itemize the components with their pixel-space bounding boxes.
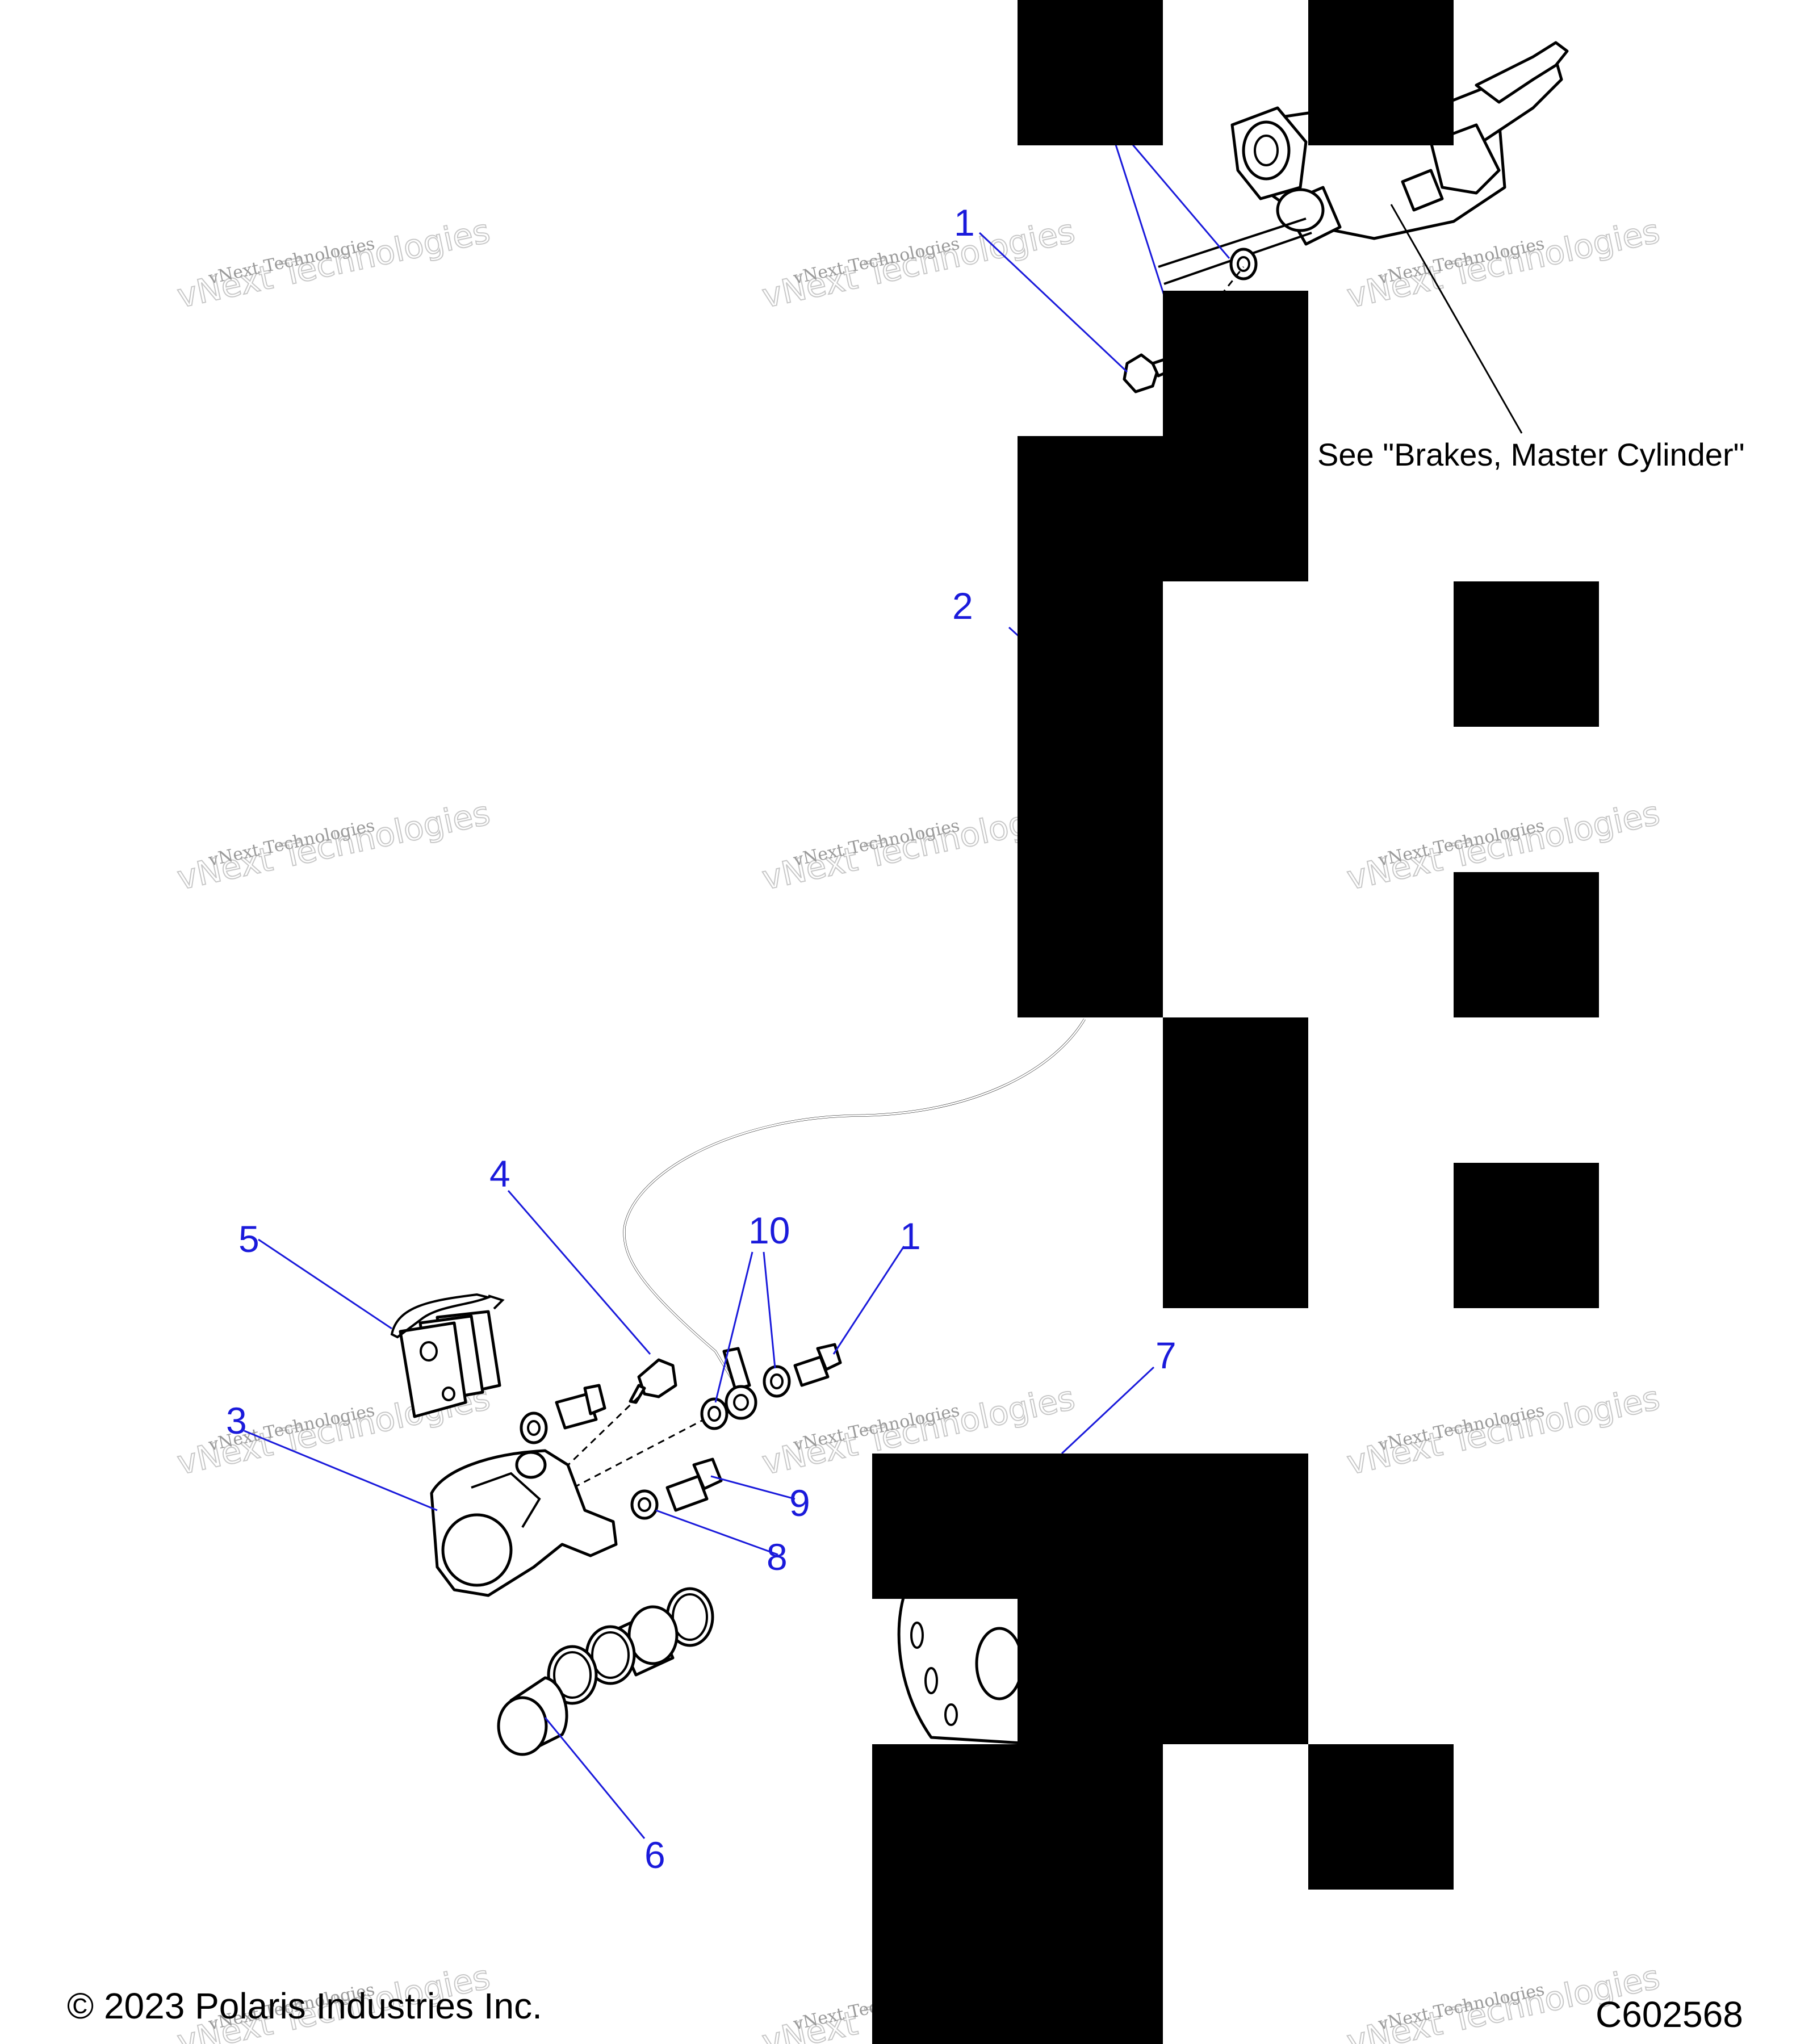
callout-7: 7 (1155, 1334, 1177, 1376)
redaction-block (1018, 436, 1163, 1017)
redaction-block (1308, 1744, 1454, 1890)
caliper-body (430, 1449, 618, 1597)
watermark: vNext Technologies vNext Technologies (173, 793, 493, 898)
redaction-block (1163, 1017, 1308, 1308)
callout-6: 6 (644, 1834, 665, 1876)
brake-disc (897, 1582, 1024, 1745)
watermark-large: vNext Technologies (174, 793, 493, 897)
callout-labels: 1 2 4 5 10 1 3 7 9 8 6 (226, 202, 1177, 1876)
redaction-block (1018, 0, 1163, 145)
watermark-large: vNext Technologies (759, 211, 1078, 315)
watermark: vNext Technologies vNext Technologies (758, 211, 1078, 316)
callout-2: 2 (952, 585, 973, 627)
redaction-block (1308, 0, 1454, 145)
callout-10: 10 (748, 1209, 790, 1251)
banjo-bolt-lower (555, 1343, 842, 1489)
slide-pin-upper (520, 1384, 606, 1444)
callout-9: 9 (789, 1482, 810, 1524)
piston-seals (497, 1587, 714, 1756)
watermark-large: vNext Technologies (1343, 1378, 1663, 1482)
callout-3: 3 (226, 1400, 247, 1442)
redaction-blocks (872, 0, 1599, 2044)
callout-1-lower: 1 (900, 1215, 921, 1257)
copyright-text: © 2023 Polaris Industries Inc. (67, 1986, 542, 2026)
bolt-top (1123, 353, 1160, 393)
redaction-block (1018, 1599, 1308, 1744)
callout-4: 4 (489, 1153, 510, 1195)
redaction-block (1454, 1163, 1599, 1308)
redaction-block (1454, 581, 1599, 727)
redaction-block (1163, 436, 1308, 581)
diagram-code: C602568 (1596, 1994, 1743, 2035)
washer-top (1229, 248, 1258, 280)
brake-line (623, 1018, 1086, 1391)
bleeder-screw (629, 1358, 677, 1404)
brake-pads (390, 1293, 505, 1418)
watermark: vNext Technologies vNext Technologies (1343, 1377, 1663, 1482)
redaction-block (872, 1744, 1163, 2044)
leader-lines (244, 144, 1523, 1839)
watermark-large: vNext Technologies (174, 211, 493, 315)
reference-note: See "Brakes, Master Cylinder" (1317, 437, 1744, 472)
callout-8: 8 (767, 1536, 788, 1578)
callout-1-top: 1 (954, 202, 975, 244)
callout-5: 5 (238, 1218, 259, 1260)
watermark: vNext Technologies vNext Technologies (173, 211, 493, 316)
redaction-block (872, 1454, 1308, 1599)
caliper-mount-bolt (630, 1457, 723, 1520)
redaction-block (1454, 872, 1599, 1017)
